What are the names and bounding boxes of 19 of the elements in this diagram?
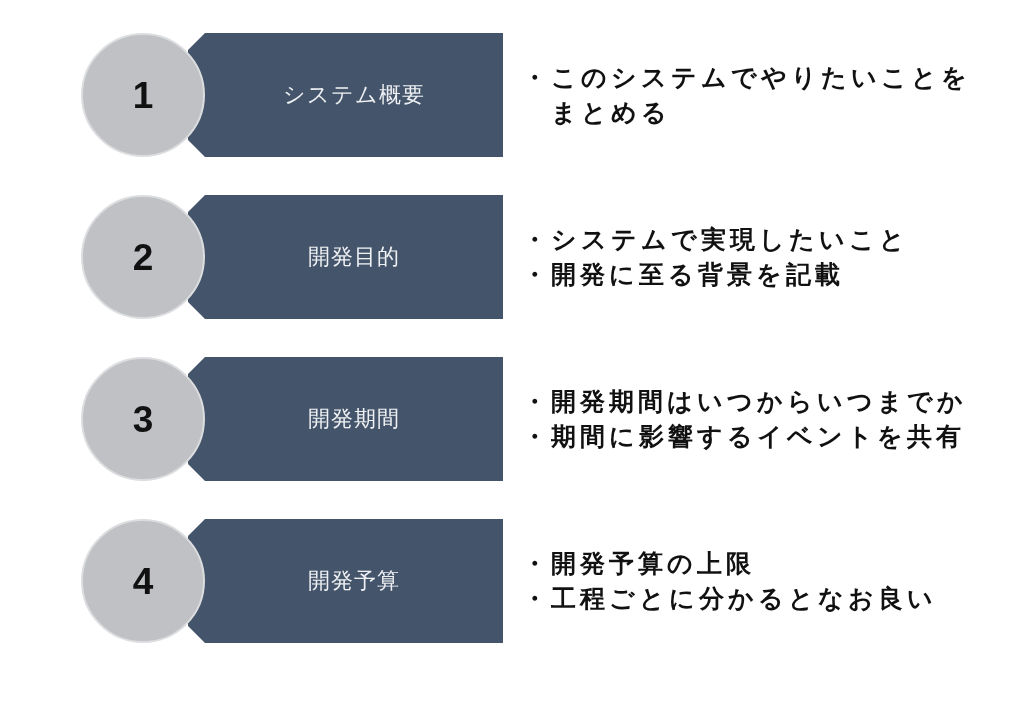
banner-title: 開発目的 [308,243,400,271]
step-number: 1 [132,76,154,114]
step-number: 4 [132,562,154,600]
bullet-text: ・工程ごとに分かるとなお良い [522,583,938,614]
title-banner [188,519,503,643]
banner-title: 開発予算 [308,567,400,595]
title-banner [188,357,503,481]
bullet-text: ・このシステムでやりたいことをまとめる [522,62,972,128]
banner-title: システム概要 [283,81,425,109]
title-banner [188,33,503,157]
bullet-text: ・開発に至る背景を記載 [522,259,845,290]
banner-title: 開発期間 [308,405,400,433]
bullet-text: ・開発期間はいつからいつまでか [522,386,968,417]
title-banner [188,195,503,319]
bullet-text: ・期間に影響するイベントを共有 [522,421,966,452]
bullet-text: ・開発予算の上限 [522,548,756,579]
bullet-text: ・システムで実現したいこと [522,224,910,255]
step-number: 2 [132,238,154,276]
step-number: 3 [132,400,154,438]
